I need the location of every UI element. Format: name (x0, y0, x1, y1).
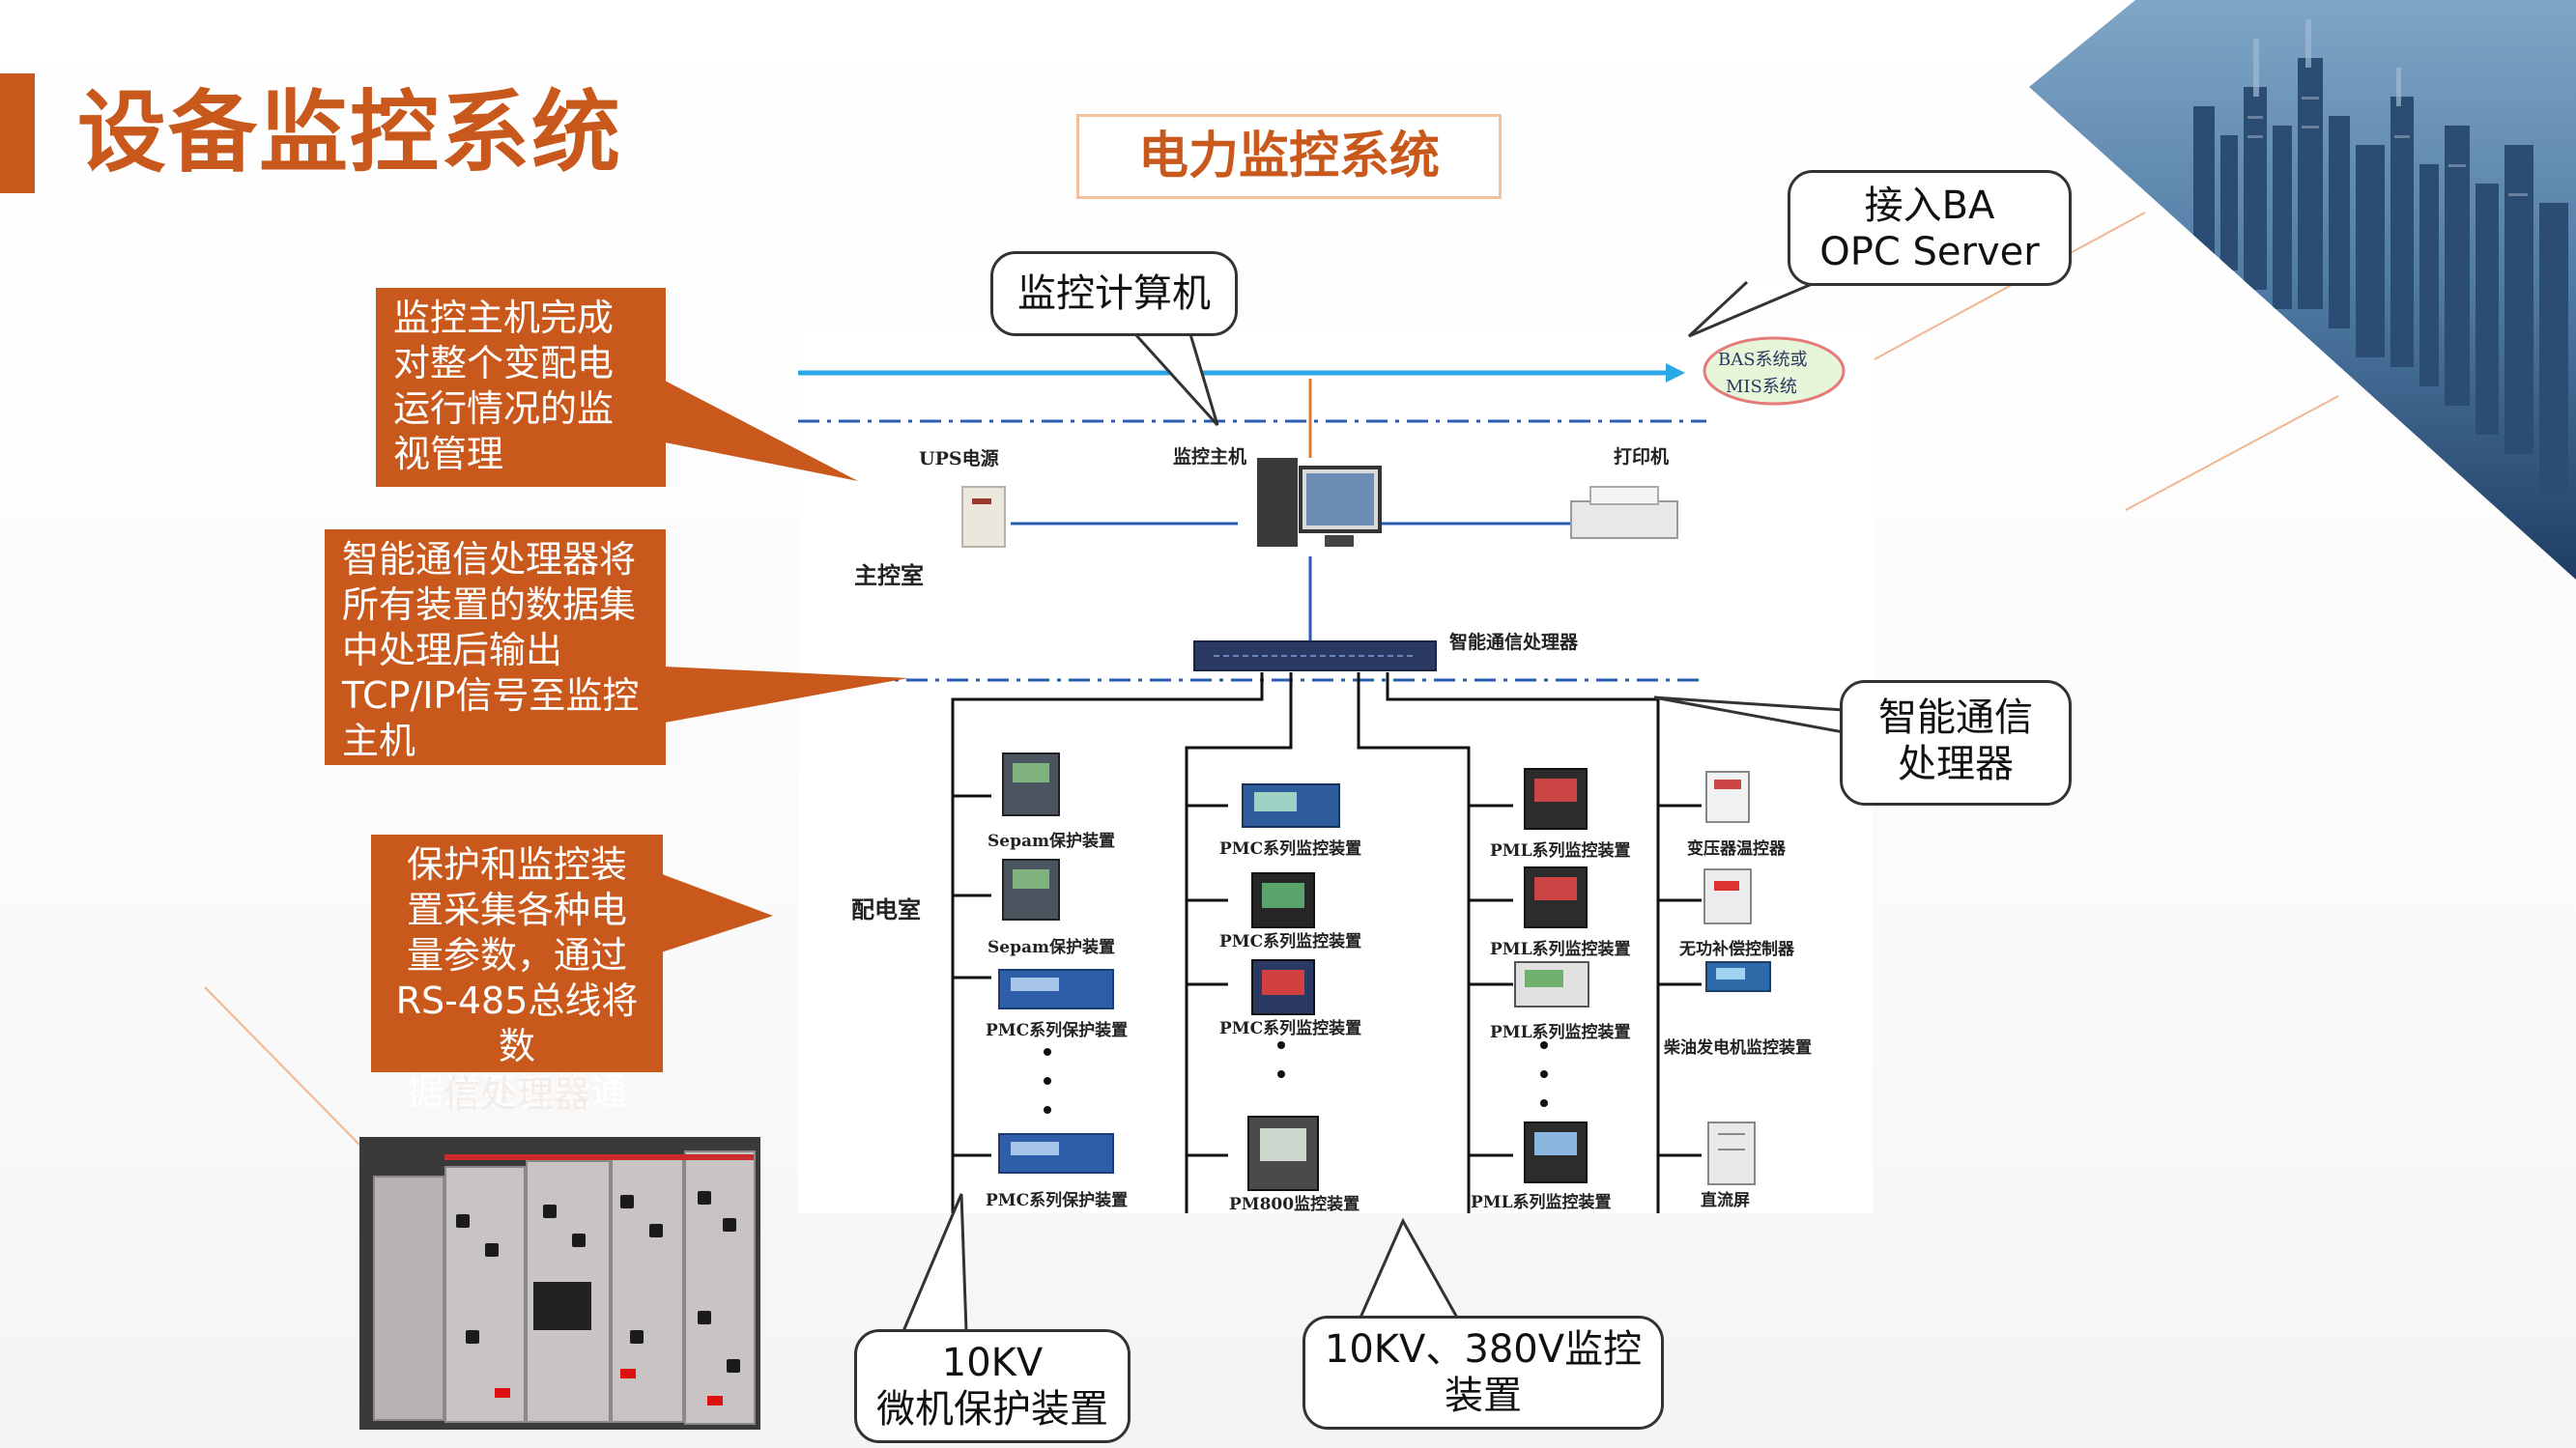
device-label: PMC系列监控装置 (1219, 932, 1362, 951)
callout-line: 10KV、380V监控 (1324, 1327, 1643, 1372)
device-label: PML系列监控装置 (1490, 940, 1631, 959)
device-label: 无功补偿控制器 (1679, 940, 1794, 959)
callout-line: 10KV (941, 1341, 1044, 1385)
callout-line: 对整个变配电 (393, 342, 615, 384)
device-label: PMC系列监控装置 (1219, 839, 1362, 859)
printer-label: 打印机 (1614, 446, 1670, 468)
device-label: PM800监控装置 (1229, 1195, 1360, 1214)
callout-host-desc: 监控主机完成 对整个变配电 运行情况的监 视管理 (376, 288, 666, 487)
callout-comm-box: 智能通信 处理器 (1840, 680, 2072, 806)
callout-line: 保护和监控装 (406, 843, 627, 886)
callout-line: 据送至智能通 (406, 1070, 627, 1113)
device-label: Sepam保护装置 (987, 832, 1115, 851)
device-label: PMC系列监控装置 (1219, 1019, 1362, 1038)
callout-10kv: 10KV 微机保护装置 (854, 1329, 1131, 1443)
callout-comm-desc: 智能通信处理器将 所有装置的数据集 中处理后输出 TCP/IP信号至监控 主机 (325, 529, 666, 765)
device-label: Sepam保护装置 (987, 938, 1115, 957)
device-label: PMC系列保护装置 (986, 1191, 1129, 1210)
callout-line: 所有装置的数据集 (342, 583, 637, 626)
callout-380v: 10KV、380V监控 装置 (1302, 1316, 1664, 1430)
callout-line: 量参数，通过 (406, 934, 627, 977)
title-accent-bar (0, 73, 35, 193)
callout-ba-opc: 接入BA OPC Server (1788, 170, 2072, 286)
ups-label: UPS电源 (919, 448, 999, 469)
comm-processor-label: 智能通信处理器 (1449, 632, 1579, 653)
callout-line: 装置 (1445, 1374, 1522, 1418)
callout-line: 接入BA (1864, 184, 1995, 228)
callout-line: 运行情况的监 (393, 387, 615, 430)
dist-room-label: 配电室 (851, 895, 921, 923)
device-label: PML系列监控装置 (1490, 841, 1631, 861)
callout-line: 置采集各种电 (406, 889, 627, 931)
page-title: 设备监控系统 (77, 81, 623, 185)
device-label: PML系列监控装置 (1490, 1023, 1631, 1042)
device-label: 变压器温控器 (1687, 839, 1786, 859)
callout-line: 智能通信处理器将 (342, 538, 637, 581)
host-label: 监控主机 (1173, 446, 1247, 468)
city-background-image (2029, 0, 2576, 580)
callout-line: 监控主机完成 (393, 297, 615, 339)
callout-line: 处理器 (1898, 742, 2014, 786)
diagram-panel: UPS电源 监控主机 打印机 主控室 智能通信处理器 配电室 BAS系统或 MI… (798, 332, 1873, 1214)
callout-line: 中处理后输出 (342, 629, 563, 671)
diagram-lines (798, 336, 1846, 1213)
callout-line: 视管理 (393, 433, 504, 475)
callout-line: 智能通信 (1878, 696, 2033, 740)
bas-label-line2: MIS系统 (1726, 377, 1797, 397)
callout-device-desc: 保护和监控装 置采集各种电 量参数，通过 RS-485总线将数 据送至智能通 (371, 835, 663, 1113)
switchgear-photo (359, 1137, 760, 1430)
callout-line: 微机保护装置 (876, 1387, 1108, 1432)
device-label: 直流屏 (1701, 1191, 1750, 1210)
callout-line: TCP/IP信号至监控 (342, 674, 640, 717)
device-label: PMC系列保护装置 (986, 1021, 1129, 1040)
main-room-label: 主控室 (854, 561, 924, 589)
callout-line: RS-485总线将数 (395, 980, 639, 1067)
device-label: 柴油发电机监控装置 (1664, 1038, 1812, 1058)
device-label: PML系列监控装置 (1471, 1193, 1612, 1212)
bas-label-line1: BAS系统或 (1718, 350, 1808, 370)
callout-monitor-pc: 监控计算机 (990, 251, 1238, 336)
callout-device-desc-overflow: 信处理器 (443, 1073, 590, 1116)
callout-line: OPC Server (1819, 230, 2040, 274)
callout-line: 主机 (342, 720, 416, 762)
diagram-title: 电力监控系统 (1076, 114, 1502, 199)
